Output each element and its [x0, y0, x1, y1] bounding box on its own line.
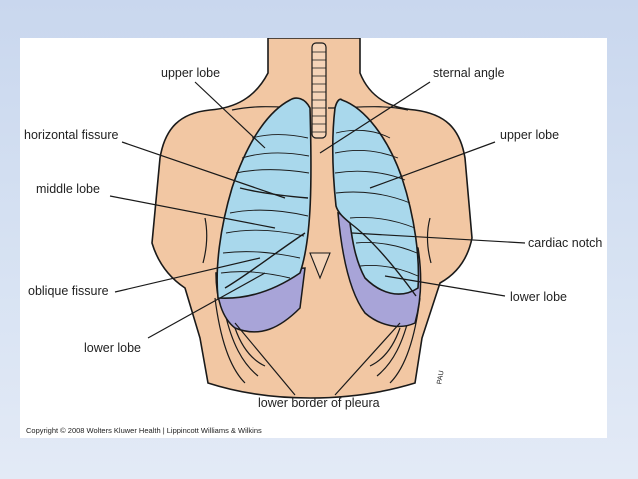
- left-lung-upper-lobe: [332, 98, 420, 295]
- leader-horizontal-fissure: [121, 141, 286, 199]
- left-lung-ribs: [334, 129, 419, 277]
- label-lower-lobe-right: lower lobe: [510, 290, 567, 304]
- label-upper-lobe-left: upper lobe: [161, 66, 221, 80]
- leader-lines: [109, 81, 526, 396]
- right-lung-upper-middle-lobes: [216, 97, 312, 299]
- right-lung-ribs: [220, 134, 310, 279]
- copyright-notice: Copyright © 2008 Wolters Kluwer Health |…: [26, 426, 262, 435]
- right-armpit-crease: [426, 217, 432, 264]
- xiphoid: [309, 252, 331, 280]
- label-upper-lobe-right: upper lobe: [500, 128, 560, 142]
- label-lower-border-of-pleura: lower border of pleura: [258, 396, 380, 410]
- leader-lower-lobe-right: [384, 275, 506, 297]
- leader-upper-lobe-right: [369, 141, 496, 189]
- leader-cardiac-notch: [351, 232, 526, 244]
- left-lower-ribs: [214, 297, 266, 384]
- leader-lower-lobe-left: [147, 272, 266, 339]
- leader-pleura-right: [334, 322, 401, 396]
- leader-middle-lobe: [109, 195, 276, 229]
- leader-oblique-fissure: [114, 257, 261, 293]
- leader-sternal-angle: [319, 81, 431, 154]
- trachea: [311, 42, 327, 139]
- leader-pleura-left: [234, 322, 296, 396]
- slide-panel: upper lobe sternal angle horizontal fiss…: [20, 38, 607, 438]
- label-horizontal-fissure: horizontal fissure: [24, 128, 119, 142]
- label-cardiac-notch: cardiac notch: [528, 236, 603, 250]
- label-lower-lobe-left: lower lobe: [84, 341, 141, 355]
- right-oblique-fissure-line: [224, 232, 306, 289]
- label-sternal-angle: sternal angle: [433, 66, 505, 80]
- label-oblique-fissure: oblique fissure: [28, 284, 109, 298]
- label-middle-lobe: middle lobe: [36, 182, 100, 196]
- left-oblique-fissure-line: [349, 222, 417, 297]
- left-armpit-crease: [202, 217, 208, 264]
- lung-anatomy-diagram: [109, 38, 526, 399]
- left-lung: [332, 98, 422, 328]
- leader-upper-lobe-left: [194, 81, 266, 149]
- right-lung: [215, 97, 312, 333]
